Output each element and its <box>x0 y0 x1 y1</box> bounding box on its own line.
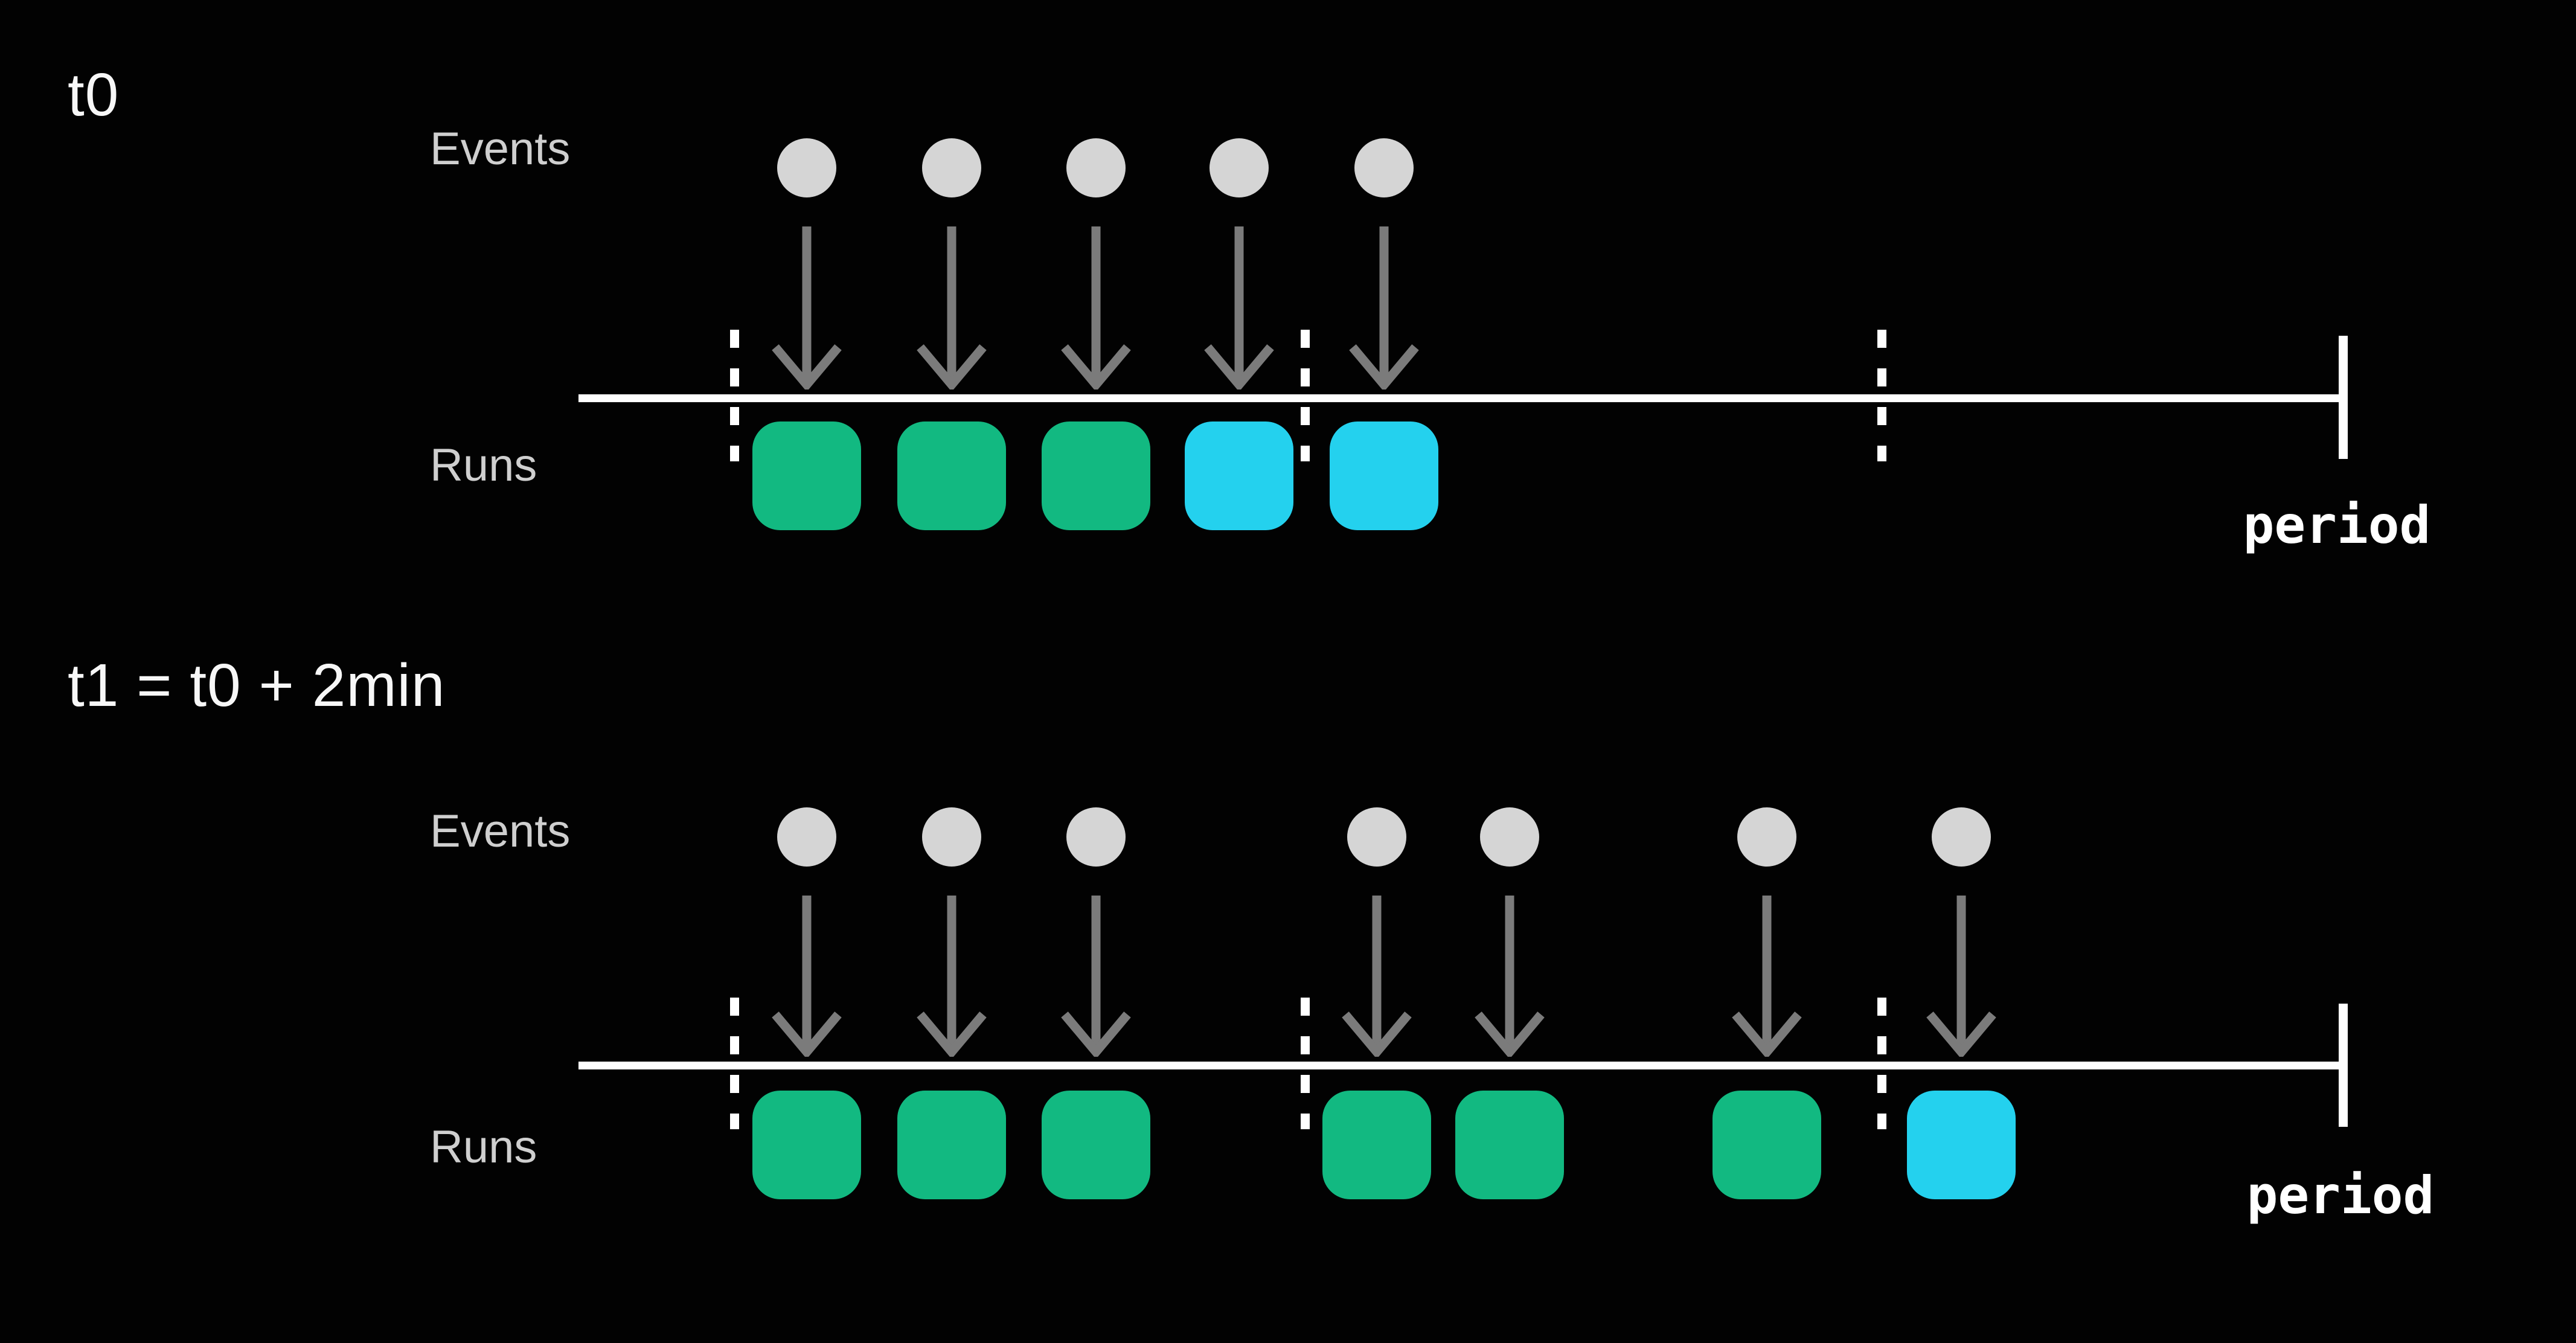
period-tick <box>1300 998 1310 1129</box>
period-tick <box>1877 998 1886 1129</box>
period-tick <box>729 998 739 1129</box>
event-arrow-icon <box>772 896 842 1057</box>
event-arrow-icon <box>1061 896 1131 1057</box>
event-arrow-icon <box>1061 226 1131 389</box>
event-arrow-icon <box>1926 896 1996 1057</box>
run-square <box>752 421 861 530</box>
event-dot <box>777 807 836 867</box>
events-row-label: Events <box>430 806 571 857</box>
period-end-marker <box>2338 336 2348 459</box>
run-square <box>1330 421 1438 530</box>
runs-row-label: Runs <box>430 1121 537 1173</box>
section-title-t1: t1 = t0 + 2min <box>68 652 446 719</box>
period-label: period <box>2246 1165 2435 1226</box>
event-dot <box>1354 138 1414 197</box>
run-square <box>897 421 1006 530</box>
run-square <box>1907 1091 2016 1199</box>
period-end-marker <box>2338 1004 2348 1127</box>
event-dot <box>1066 138 1126 197</box>
section-title-t0: t0 <box>68 61 120 129</box>
period-label: period <box>2243 495 2431 556</box>
event-arrow-icon <box>1349 226 1419 389</box>
run-square <box>897 1091 1006 1199</box>
event-dot <box>1480 807 1539 867</box>
run-square <box>1185 421 1293 530</box>
event-arrow-icon <box>917 896 987 1057</box>
event-arrow-icon <box>772 226 842 389</box>
run-square <box>752 1091 861 1199</box>
event-dot <box>922 807 981 867</box>
event-arrow-icon <box>917 226 987 389</box>
run-square <box>1322 1091 1431 1199</box>
period-tick <box>1300 330 1310 461</box>
timeline-axis <box>578 394 2343 402</box>
run-square <box>1042 1091 1150 1199</box>
event-arrow-icon <box>1732 896 1802 1057</box>
event-arrow-icon <box>1204 226 1274 389</box>
event-arrow-icon <box>1475 896 1545 1057</box>
runs-row-label: Runs <box>430 440 537 491</box>
event-dot <box>1347 807 1406 867</box>
event-dot <box>777 138 836 197</box>
events-row-label: Events <box>430 123 571 175</box>
timeline-axis <box>578 1062 2343 1069</box>
period-tick <box>729 330 739 461</box>
event-dot <box>1737 807 1796 867</box>
period-tick <box>1877 330 1886 461</box>
run-square <box>1713 1091 1821 1199</box>
event-arrow-icon <box>1342 896 1412 1057</box>
event-dot <box>1932 807 1991 867</box>
event-dot <box>922 138 981 197</box>
event-dot <box>1066 807 1126 867</box>
event-dot <box>1210 138 1269 197</box>
run-square <box>1042 421 1150 530</box>
run-square <box>1455 1091 1564 1199</box>
